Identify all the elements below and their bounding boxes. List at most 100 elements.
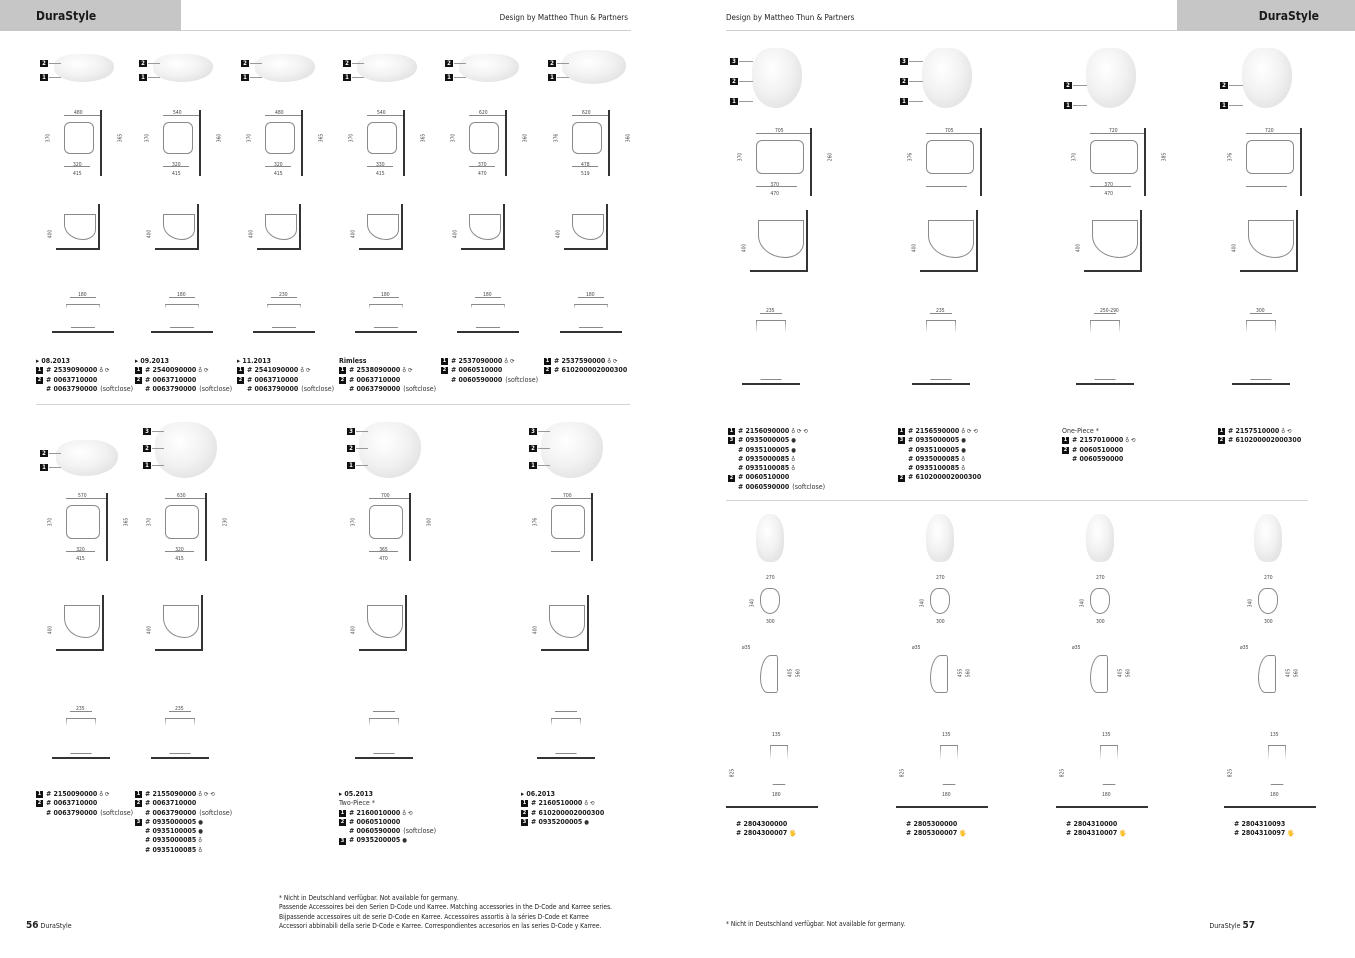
index-badge: 1 — [36, 367, 43, 375]
product-subheading: Two-Piece * — [339, 799, 375, 808]
top-view-drawing — [930, 588, 950, 614]
dimension-label: 376 — [1227, 152, 1234, 162]
index-badge: 2 — [36, 800, 43, 808]
index-badge: 2 — [544, 367, 551, 375]
dimension-label: 180 — [1102, 792, 1111, 798]
article-number-row: 2# 0060510000 — [441, 366, 538, 375]
article-number: # 0063790000 — [145, 384, 197, 393]
floor-line — [151, 331, 213, 333]
article-number-row: 1# 2538090000♁ ⟳ — [339, 366, 436, 375]
index-badge: 1 — [898, 428, 905, 436]
dimension-label: 470 — [770, 191, 779, 197]
article-number-row: 2# 610200002000300 — [898, 473, 981, 482]
dimension-label: 370 — [450, 133, 457, 143]
front-view-drawing — [756, 320, 786, 380]
article-number-row: 2# 0063710000 — [135, 799, 232, 808]
sensor-hand-icon: 🖐 — [959, 830, 967, 838]
feature-symbol-icon: ♁ ⟲ — [1281, 428, 1292, 435]
wall-line — [201, 595, 203, 649]
dimension-line — [1250, 313, 1272, 314]
callout-leader — [538, 465, 550, 466]
floor-line — [560, 331, 622, 333]
top-view-drawing — [1246, 140, 1294, 174]
callout-leader — [356, 448, 368, 449]
article-note: (softclose) — [199, 808, 233, 817]
article-note: (softclose) — [505, 375, 539, 384]
article-number-row: 1# 2160510000♁ ⟲ — [521, 799, 604, 808]
article-number: # 0935100005 — [145, 827, 197, 836]
feature-symbol-icon: ♁ ⟲ — [402, 809, 413, 817]
article-number: # 0060510000 — [451, 366, 503, 375]
side-view-drawing — [367, 214, 399, 240]
product-info: One-Piece *1# 2157010000♁ ⟲2# 0060510000… — [1062, 427, 1136, 464]
top-view-drawing — [64, 122, 94, 154]
article-note: (softclose) — [403, 384, 437, 393]
footnote: * Nicht in Deutschland verfügbar. Not av… — [726, 920, 906, 928]
article-number: # 0063710000 — [349, 375, 401, 384]
dimension-line — [369, 498, 409, 499]
article-number-row: 2# 0063710000 — [339, 376, 436, 385]
dimension-label: 400 — [1075, 243, 1082, 253]
callout-badge-1: 1 — [143, 462, 151, 469]
dimension-label: 400 — [350, 625, 357, 635]
article-number-row: # 2805300007🖐 — [906, 829, 967, 838]
floor-line — [726, 806, 818, 808]
product-heading: ▸ 05.2013 — [339, 790, 374, 798]
callout-badge-1: 1 — [529, 462, 537, 469]
callout-leader — [909, 81, 923, 82]
dimension-label: 370 — [737, 152, 744, 162]
floor-line — [52, 331, 114, 333]
dimension-line — [930, 313, 952, 314]
callout-leader — [250, 77, 262, 78]
front-view-drawing — [1090, 320, 1120, 380]
dimension-label: 365 — [379, 547, 388, 553]
index-badge: 2 — [1218, 437, 1225, 445]
dimension-label: 270 — [766, 575, 775, 581]
dimension-label: 720 — [1109, 128, 1118, 134]
product-photo — [541, 422, 603, 478]
article-number-row: 1# 2537090000♁ ⟳ — [441, 357, 538, 366]
article-number-row: # 2804300000 — [736, 820, 797, 829]
front-view-drawing — [940, 745, 958, 785]
index-badge: 1 — [237, 367, 244, 375]
article-number: # 2156590000 — [908, 427, 960, 435]
product-photo — [153, 54, 213, 82]
product-photo — [54, 54, 114, 82]
floor-line — [253, 331, 315, 333]
product-photo — [1242, 48, 1292, 108]
article-number: # 2160010000 — [349, 808, 401, 817]
floor-line — [564, 248, 608, 250]
front-view-drawing — [574, 304, 608, 328]
floor-line — [1240, 270, 1298, 272]
article-number-row: # 2804310093 — [1234, 820, 1295, 829]
callout-leader — [250, 63, 262, 64]
section-divider — [726, 500, 1308, 501]
dimension-line — [756, 186, 797, 187]
article-number: # 2805300000 — [906, 820, 958, 828]
article-number-row: # 0063790000(softclose) — [135, 385, 232, 394]
side-view-drawing — [163, 605, 199, 638]
dimension-line — [169, 297, 195, 298]
article-number: # 0060510000 — [738, 473, 790, 482]
article-number: # 2541090000 — [247, 366, 299, 375]
article-number: # 2804310093 — [1234, 820, 1286, 828]
product-photo — [255, 54, 315, 82]
front-view-drawing — [1246, 320, 1276, 380]
front-view-drawing — [165, 718, 195, 754]
top-view-drawing — [1090, 588, 1110, 614]
dimension-label: 300 — [426, 517, 433, 527]
callout-leader — [49, 77, 61, 78]
front-view-drawing — [926, 320, 956, 380]
side-view-drawing — [1090, 655, 1108, 693]
wall-line — [1144, 128, 1146, 196]
wall-line — [199, 110, 201, 176]
front-view-drawing — [369, 304, 403, 328]
wall-line — [1300, 128, 1302, 196]
feature-symbol-icon: ● — [791, 437, 797, 445]
dimension-label: 405 — [787, 668, 794, 678]
product-info: # 2805300000# 2805300007🖐 — [906, 820, 967, 839]
wall-line — [505, 110, 507, 176]
dimension-label: ø35 — [1072, 645, 1081, 651]
product-photo — [357, 54, 417, 82]
